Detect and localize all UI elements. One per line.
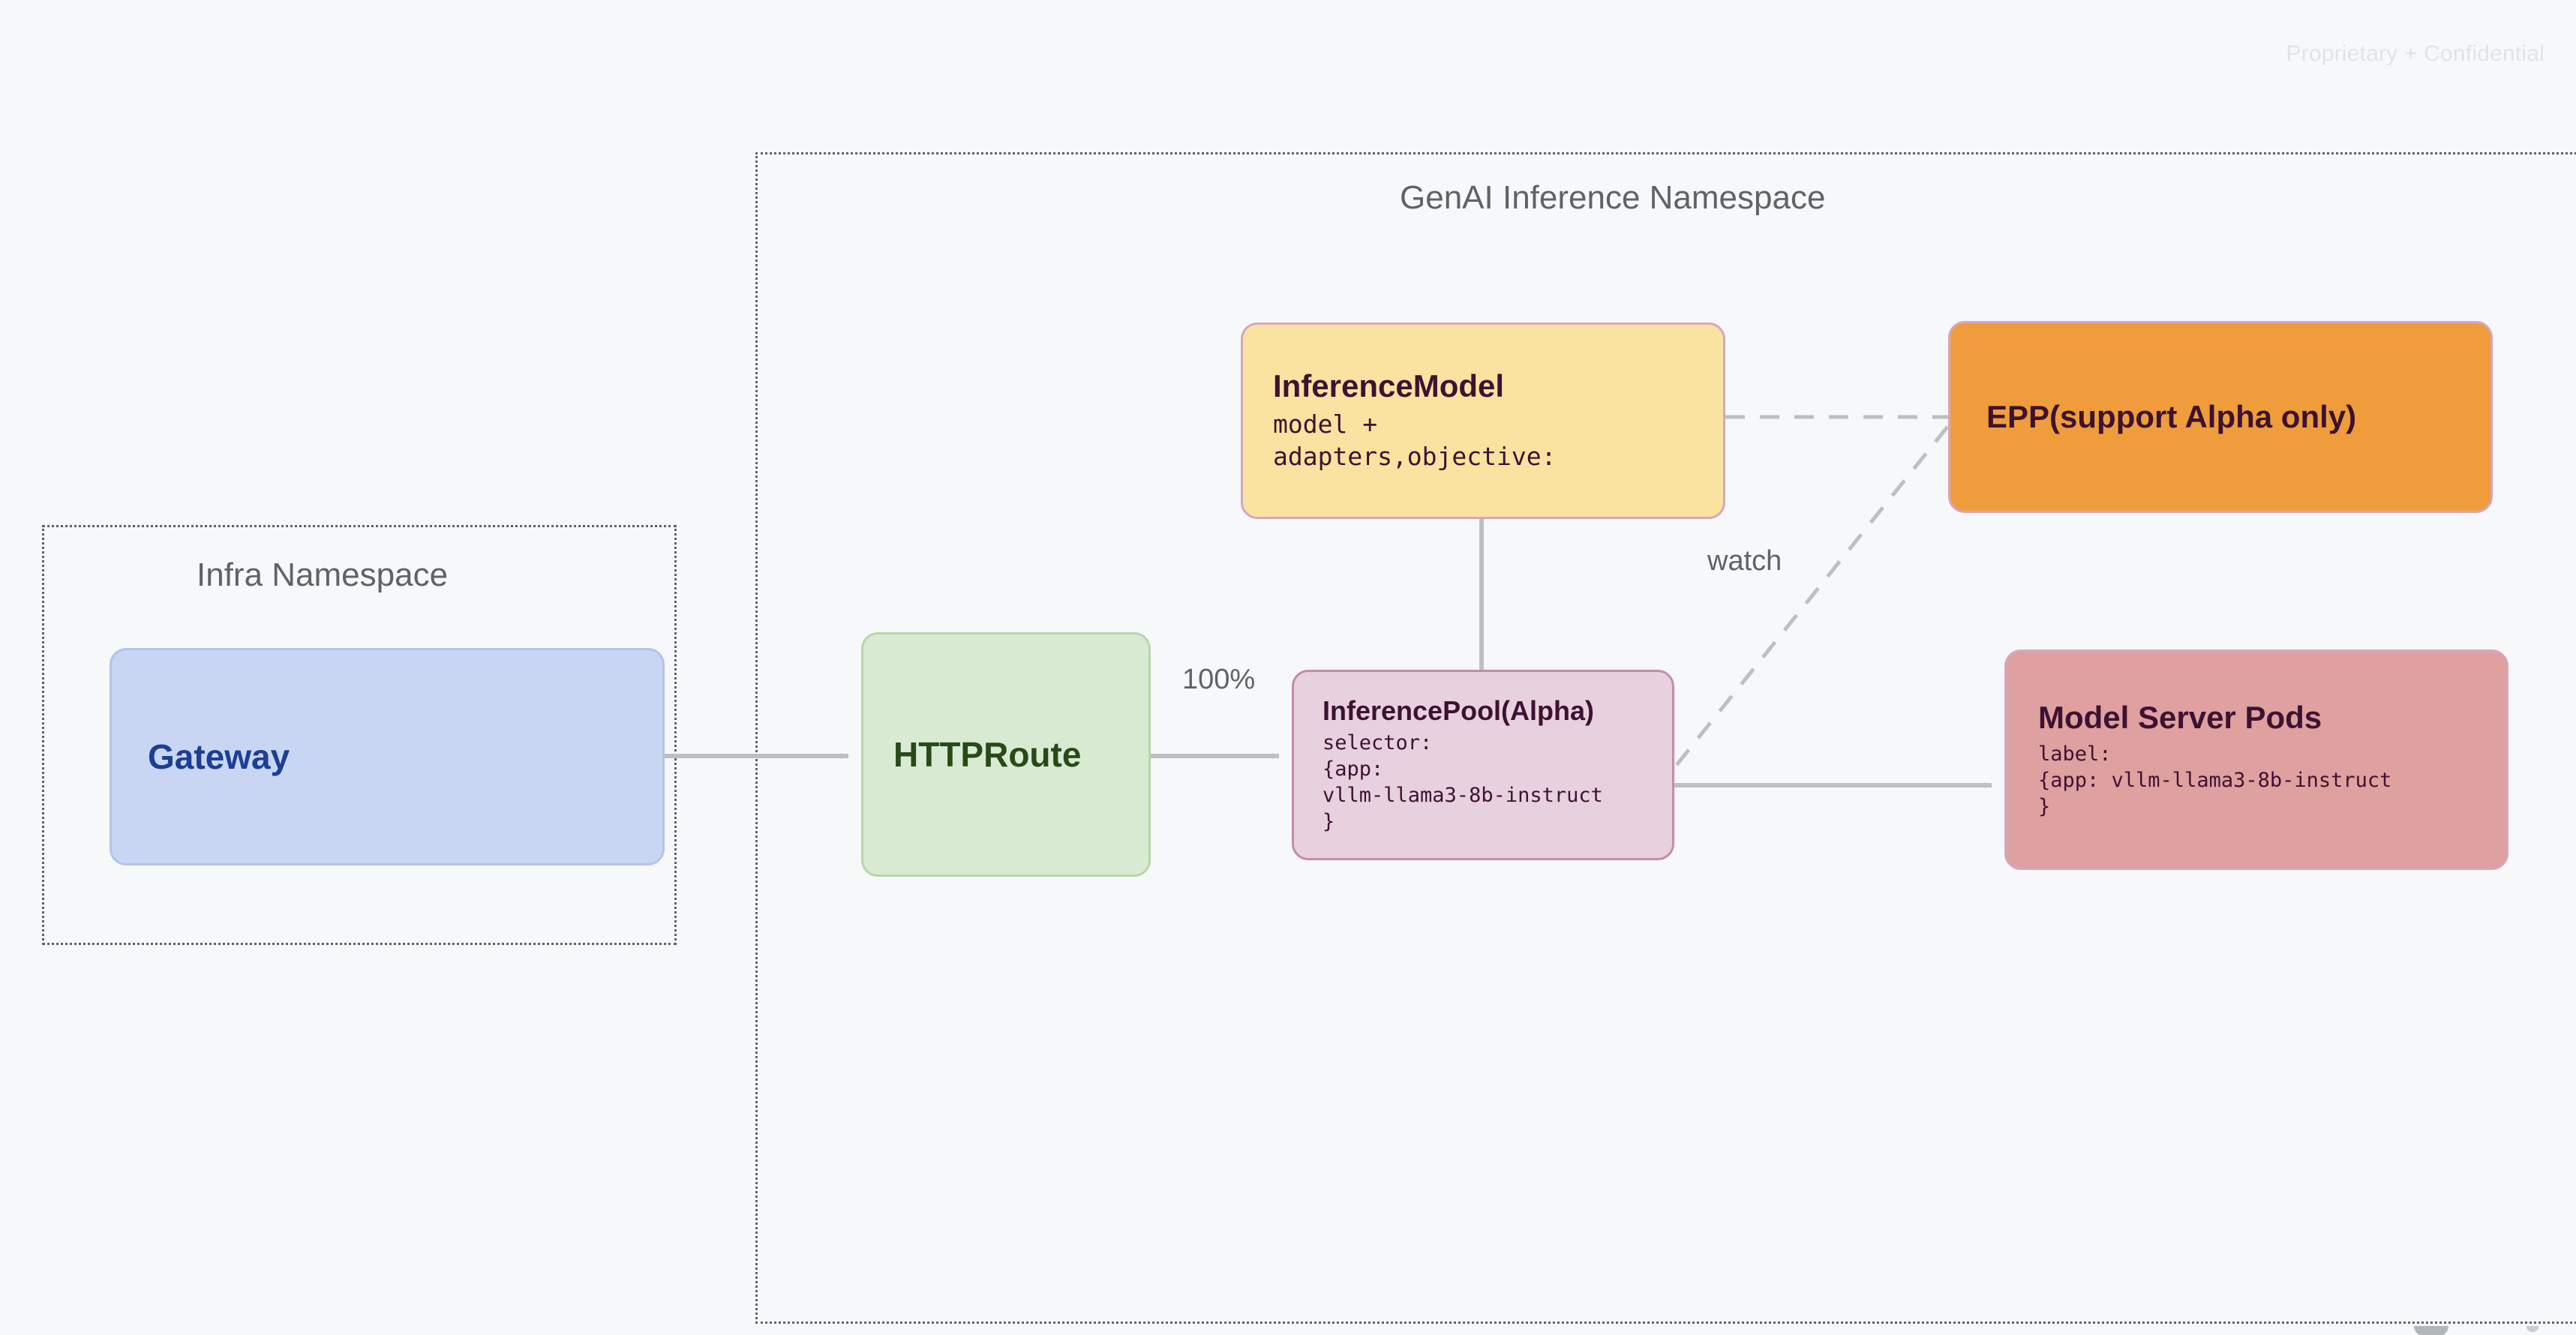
corner-logo-glyph: [2414, 1326, 2448, 1335]
httproute-title: HTTPRoute: [893, 734, 1082, 774]
genai-namespace-container: [755, 152, 2576, 1324]
genai-namespace-title: GenAI Inference Namespace: [1400, 179, 1826, 216]
model-server-pods-body: label: {app: vllm-llama3-8b-instruct }: [2038, 742, 2392, 818]
infra-namespace-title: Infra Namespace: [197, 556, 449, 593]
node-httproute[interactable]: HTTPRoute: [861, 632, 1151, 877]
infra-namespace-container: [42, 525, 677, 945]
epp-title: EPP(support Alpha only): [1986, 398, 2357, 434]
inferencepool-title: InferencePool(Alpha): [1323, 695, 1595, 727]
edge-label-watch: watch: [1707, 545, 1782, 577]
node-inferencemodel[interactable]: InferenceModel model + adapters,objectiv…: [1241, 322, 1725, 519]
node-model-server-pods[interactable]: Model Server Pods label: {app: vllm-llam…: [2004, 650, 2508, 870]
inferencemodel-body: model + adapters,objective:: [1273, 410, 1557, 472]
model-server-pods-title: Model Server Pods: [2038, 700, 2322, 736]
node-inferencepool[interactable]: InferencePool(Alpha) selector: {app: vll…: [1292, 670, 1674, 860]
corner-logo-mark: [2414, 1326, 2541, 1335]
inferencepool-body: selector: {app: vllm-llama3-8b-instruct …: [1323, 730, 1603, 833]
edge-label-traffic-weight: 100%: [1182, 664, 1256, 695]
inferencemodel-title: InferenceModel: [1273, 368, 1505, 404]
node-epp[interactable]: EPP(support Alpha only): [1948, 321, 2493, 513]
gateway-title: Gateway: [148, 736, 290, 776]
proprietary-watermark: Proprietary + Confidential: [2286, 41, 2544, 66]
corner-logo-dot: [2526, 1326, 2538, 1332]
node-gateway[interactable]: Gateway: [110, 648, 665, 866]
